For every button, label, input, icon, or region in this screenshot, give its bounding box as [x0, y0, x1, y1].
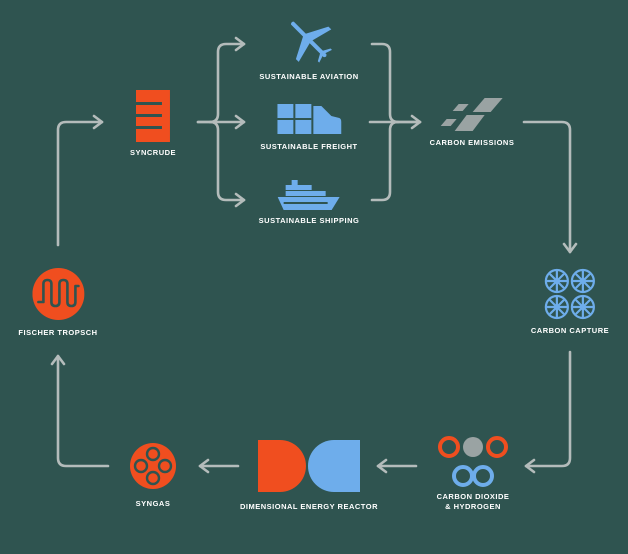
arrowhead-co2	[524, 458, 536, 474]
arrowhead-shipping	[234, 192, 246, 208]
arrow-fischer-to-syncrude	[56, 120, 104, 247]
capture-label: CARBON CAPTURE	[530, 326, 610, 335]
arrowhead-freight	[234, 114, 246, 130]
node-syngas: SYNGAS	[130, 443, 176, 509]
co2-label-line1: CARBON DIOXIDE	[436, 492, 510, 501]
aviation-label: SUSTAINABLE AVIATION	[259, 72, 359, 81]
arrowhead-syngas	[198, 458, 210, 474]
arrowhead-emissions	[410, 114, 422, 130]
node-fischer-tropsch: FISCHER TROPSCH	[18, 268, 97, 338]
emissions-icon	[441, 98, 503, 131]
arrow-syncrude-branch	[196, 42, 246, 124]
syngas-label: SYNGAS	[135, 499, 171, 508]
syngas-icon	[130, 443, 176, 489]
arrowhead-reactor	[376, 458, 388, 474]
freight-label: SUSTAINABLE FREIGHT	[260, 142, 358, 151]
fischer-label: FISCHER TROPSCH	[18, 328, 98, 337]
truck-icon	[277, 104, 341, 134]
node-sustainable-shipping: SUSTAINABLE SHIPPING	[259, 180, 360, 226]
co2-label-line2: & HYDROGEN	[445, 502, 501, 511]
coil-icon	[31, 268, 84, 320]
arrowhead-capture	[562, 242, 578, 254]
arrowhead-syncrude	[92, 114, 104, 130]
arrow-syngas-to-fischer	[56, 354, 110, 468]
emissions-label: CARBON EMISSIONS	[429, 138, 515, 147]
molecules-icon	[438, 436, 508, 487]
node-sustainable-freight: SUSTAINABLE FREIGHT	[260, 104, 357, 152]
reactor-icon	[258, 440, 360, 492]
arrowhead-aviation	[234, 36, 246, 52]
reactor-label: DIMENSIONAL ENERGY REACTOR	[239, 502, 379, 511]
arrow-shipping-merge	[370, 120, 400, 202]
node-carbon-emissions: CARBON EMISSIONS	[430, 98, 515, 148]
syncrude-icon	[136, 90, 170, 142]
node-carbon-capture: CARBON CAPTURE	[531, 268, 609, 336]
arrow-capture-to-co2	[524, 350, 572, 468]
arrow-emissions-to-capture	[522, 120, 572, 254]
ship-icon	[277, 180, 340, 210]
syncrude-label: SYNCRUDE	[129, 148, 177, 157]
node-sustainable-aviation: SUSTAINABLE AVIATION	[259, 14, 358, 82]
airplane-icon	[290, 21, 332, 63]
arrow-syncrude-to-shipping	[208, 120, 246, 202]
fan-grid-icon	[544, 268, 596, 320]
arrow-aviation-merge	[370, 42, 422, 124]
arrowhead-fischer	[50, 354, 66, 366]
node-energy-reactor: DIMENSIONAL ENERGY REACTOR	[240, 440, 378, 512]
node-syncrude: SYNCRUDE	[130, 90, 176, 158]
shipping-label: SUSTAINABLE SHIPPING	[258, 216, 360, 225]
node-co2-hydrogen: CARBON DIOXIDE & HYDROGEN	[436, 436, 510, 512]
